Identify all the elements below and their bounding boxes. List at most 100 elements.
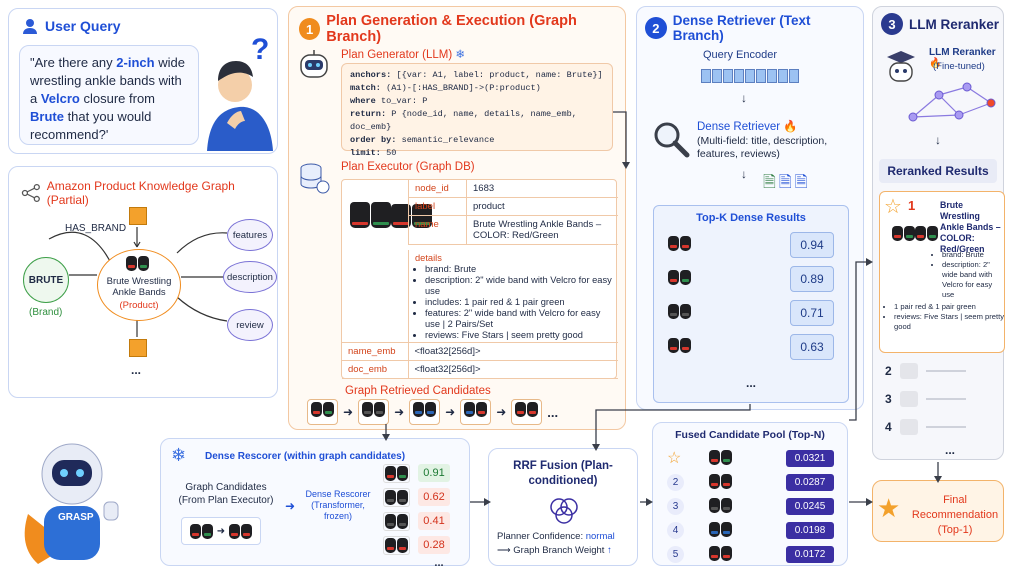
fire-icon: 🔥 bbox=[929, 58, 942, 69]
candidate-thumb bbox=[409, 399, 441, 425]
list-item: reviews: Five Stars | seem pretty good bbox=[425, 330, 612, 341]
grasp-mascot bbox=[24, 443, 119, 564]
rank-number: 5 bbox=[667, 545, 684, 563]
plan-line: anchors: [{var: A1, label: product, name… bbox=[350, 70, 603, 80]
product-node: Brute Wrestling Ankle Bands (Product) bbox=[97, 249, 181, 321]
rescored-ellipsis: ... bbox=[434, 557, 444, 569]
fused-value: 0.0198 bbox=[786, 521, 834, 539]
arrow-icon: ➜ bbox=[496, 405, 507, 419]
arrow-icon: ➜ bbox=[285, 499, 296, 513]
step-number: 3 bbox=[881, 13, 903, 35]
fused-row: 4 0.0198 bbox=[667, 519, 842, 541]
table-row: name_emb<float32[256d]> bbox=[342, 342, 618, 361]
llm-reranker-sub: (Fine-tuned) bbox=[933, 61, 985, 72]
kg-node-features: features bbox=[227, 219, 273, 251]
arrow-icon: ➜ bbox=[445, 405, 456, 419]
rescored-row: 0.91 bbox=[383, 461, 465, 485]
rescored-row: 0.41 bbox=[383, 509, 465, 533]
brand-type-label: (Brand) bbox=[29, 307, 63, 318]
score-box: 0.63 bbox=[790, 334, 834, 360]
venn-icon bbox=[550, 498, 578, 524]
product-thumb bbox=[668, 270, 691, 290]
query-highlight-closure: Velcro bbox=[40, 91, 80, 106]
plan-code-box: anchors: [{var: A1, label: product, name… bbox=[341, 63, 613, 158]
dense-retriever-desc: (Multi-field: title, description, featur… bbox=[697, 135, 828, 160]
step-number: 1 bbox=[299, 18, 321, 40]
candidate-thumb bbox=[307, 399, 338, 425]
topk-ellipsis: ... bbox=[745, 376, 756, 390]
rescorer-arrow-label: Dense Rescorer (Transformer, frozen) bbox=[305, 489, 371, 521]
robot-icon bbox=[300, 50, 328, 78]
topk-title: Top-K Dense Results bbox=[696, 212, 806, 224]
star-icon: ☆ bbox=[667, 450, 682, 467]
candidate-thumb bbox=[358, 399, 390, 425]
list-item: includes: 1 pair red & 1 pair green bbox=[425, 297, 612, 308]
rrf-title: RRF Fusion (Plan-conditioned) bbox=[513, 460, 613, 487]
placeholder-thumb bbox=[899, 419, 918, 435]
grad-robot-icon bbox=[887, 51, 915, 82]
svg-text:?: ? bbox=[251, 33, 269, 66]
plan-line: where to_var: P bbox=[350, 96, 428, 106]
rank-number: 4 bbox=[667, 521, 684, 539]
brand-node: BRUTE bbox=[23, 257, 69, 303]
document-icons: 🗎🗎🗎 bbox=[763, 171, 808, 198]
graph-candidates-title: Graph Retrieved Candidates bbox=[345, 385, 491, 397]
query-encoder-title: Query Encoder bbox=[703, 49, 777, 61]
user-query-header: User Query bbox=[21, 17, 120, 35]
query-vector bbox=[701, 69, 799, 83]
document-icon: 🗎 bbox=[778, 174, 792, 191]
embedding-table: name_emb<float32[256d]> doc_emb<float32[… bbox=[342, 342, 618, 379]
final-recommendation-panel: ★ Final Recommendation (Top-1) bbox=[872, 480, 1004, 542]
query-text-part: closure from bbox=[79, 91, 156, 106]
details-label: details bbox=[415, 253, 442, 263]
box-icon bbox=[129, 207, 147, 225]
rank-row: 4 bbox=[885, 419, 966, 435]
document-icon: 🗎 bbox=[794, 174, 808, 191]
graph-candidates-thumbs: ➜ bbox=[181, 517, 261, 545]
top-result-name: Brute Wrestling Ankle Bands – COLOR: Red… bbox=[940, 200, 1001, 254]
plan-line: order by: semantic_relevance bbox=[350, 135, 495, 145]
rank-number: 2 bbox=[885, 364, 892, 378]
reranked-results-title: Reranked Results bbox=[879, 159, 997, 183]
reranker-title: LLM Reranker bbox=[909, 16, 1000, 32]
rescored-row: 0.62 bbox=[383, 485, 465, 509]
fused-value: 0.0287 bbox=[786, 473, 834, 491]
document-icon: 🗎 bbox=[763, 174, 776, 191]
kg-title: Amazon Product Knowledge Graph (Partial) bbox=[46, 179, 235, 207]
top-result-details-more: 1 pair red & 1 pair green reviews: Five … bbox=[886, 302, 1004, 332]
rescore-value: 0.41 bbox=[418, 512, 450, 530]
query-highlight-size: 2-inch bbox=[116, 55, 155, 70]
product-thumb bbox=[668, 338, 691, 358]
candidate-thumb bbox=[460, 399, 492, 425]
fused-value: 0.0245 bbox=[786, 497, 834, 515]
arrow-icon: ➜ bbox=[394, 405, 405, 419]
topk-row: 0.71 bbox=[666, 298, 838, 328]
fire-icon: 🔥 bbox=[783, 121, 798, 133]
placeholder-line bbox=[925, 398, 966, 400]
kg-node-description: description bbox=[223, 261, 277, 293]
topk-row: 0.63 bbox=[666, 332, 838, 362]
plan-executor-title: Plan Executor (Graph DB) bbox=[341, 161, 475, 173]
fused-pool-title: Fused Candidate Pool (Top-N) bbox=[675, 429, 825, 441]
top-result-card: ☆ 1 Brute Wrestling Ankle Bands – COLOR:… bbox=[879, 191, 1005, 353]
planner-confidence: Planner Confidence: normal bbox=[497, 531, 615, 542]
arrow-down-icon: ↓ bbox=[741, 167, 747, 181]
details-list: brand: Brute description: 2" wide band w… bbox=[415, 264, 612, 341]
user-icon bbox=[23, 19, 37, 34]
product-name: Brute Wrestling Ankle Bands bbox=[106, 276, 172, 298]
query-text-part: that you would recommend?' bbox=[30, 109, 152, 142]
graph-branch-title: Plan Generation & Execution (Graph Branc… bbox=[326, 13, 577, 45]
confidence-value: normal bbox=[585, 531, 615, 542]
list-item: description: 2" wide band with Velcro fo… bbox=[425, 275, 612, 297]
kg-ellipsis: ... bbox=[131, 363, 142, 377]
star-icon: ☆ bbox=[884, 196, 902, 218]
rescore-value: 0.62 bbox=[418, 488, 450, 506]
candidate-thumb bbox=[511, 399, 543, 425]
kg-node-review: review bbox=[227, 309, 273, 341]
arrow-icon: ➜ bbox=[343, 405, 354, 419]
user-query-title: User Query bbox=[45, 18, 121, 34]
